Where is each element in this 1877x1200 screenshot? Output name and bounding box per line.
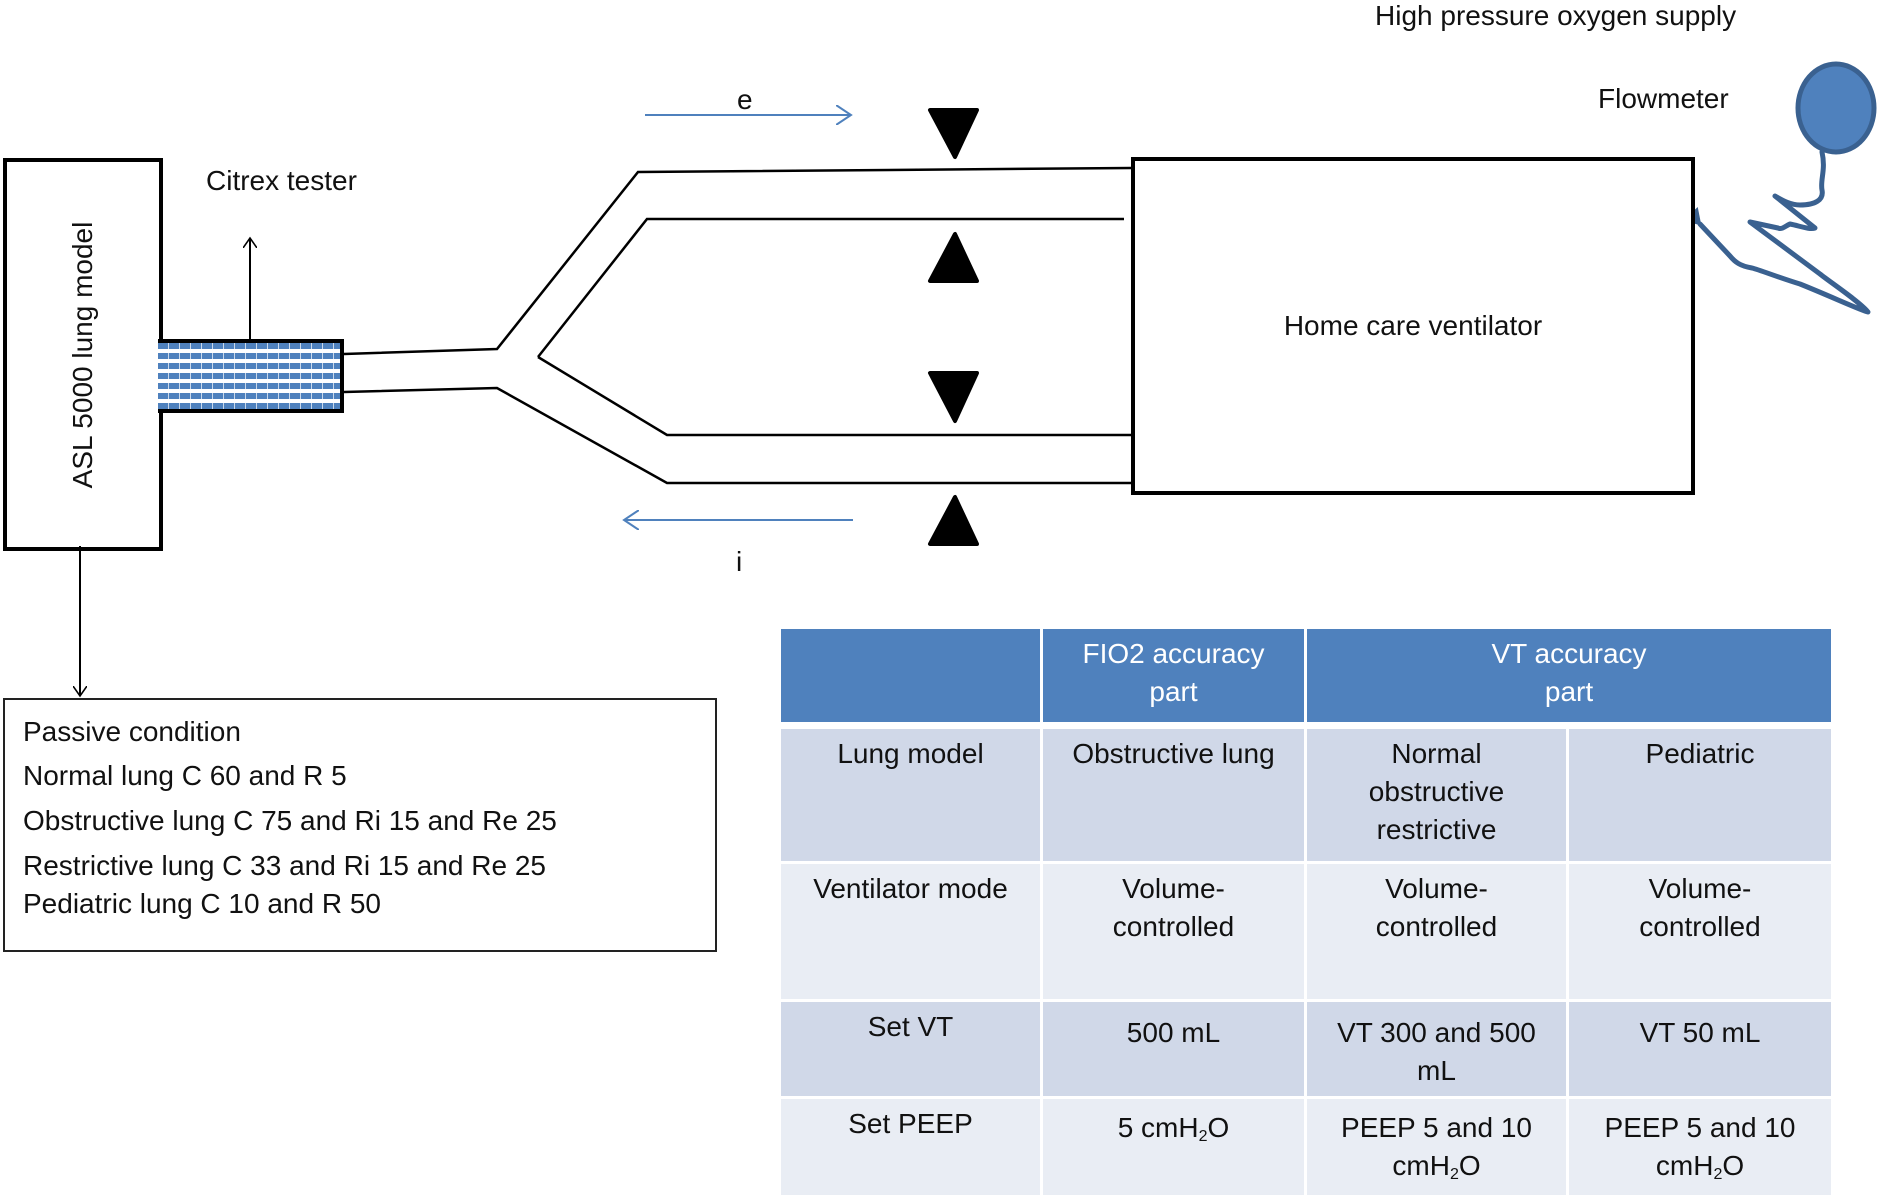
cell-vt-pediatric-set-peep: PEEP 5 and 10 cmH2O xyxy=(1569,1099,1831,1195)
cell-fio2-set-peep: 5 cmH2O xyxy=(1043,1099,1304,1195)
asl-lung-model-label: ASL 5000 lung model xyxy=(67,221,98,488)
cell-vt-normal-set-vt: VT 300 and 500 mL xyxy=(1307,1002,1566,1096)
expiratory-flow-label: e xyxy=(737,84,753,115)
table-header-fio2: FIO2 accuracy part xyxy=(1043,629,1304,722)
flowmeter-label: Flowmeter xyxy=(1598,83,1729,114)
breathing-circuit-tubing xyxy=(343,166,1132,485)
home-care-ventilator-box: Home care ventilator xyxy=(1131,157,1695,495)
condition-obstructive-lung: Obstructive lung C 75 and Ri 15 and Re 2… xyxy=(23,805,557,836)
condition-pediatric-lung: Pediatric lung C 10 and R 50 xyxy=(23,888,381,919)
passive-condition-title: Passive condition xyxy=(23,716,241,747)
tube-inspiratory-inner xyxy=(537,355,1131,437)
row-label-lung-model: Lung model xyxy=(781,729,1040,861)
inspiratory-flow-label: i xyxy=(736,546,743,577)
cell-vt-normal-ventilator-mode: Volume-controlled xyxy=(1307,864,1566,999)
condition-normal-lung: Normal lung C 60 and R 5 xyxy=(23,760,347,791)
cell-vt-pediatric-lung-model: Pediatric xyxy=(1569,729,1831,861)
tube-expiratory-inner xyxy=(537,217,1124,358)
citrex-tester-sensor xyxy=(158,339,344,413)
cell-fio2-lung-model: Obstructive lung xyxy=(1043,729,1304,861)
tube-inspiratory-outer xyxy=(343,386,1131,485)
cell-vt-pediatric-ventilator-mode: Volume-controlled xyxy=(1569,864,1831,999)
condition-restrictive-lung: Restrictive lung C 33 and Ri 15 and Re 2… xyxy=(23,850,546,881)
asl-lung-model-box: ASL 5000 lung model xyxy=(3,158,163,551)
cell-fio2-ventilator-mode: Volume-controlled xyxy=(1043,864,1304,999)
oxygen-tube xyxy=(1683,149,1871,315)
valve-markers xyxy=(928,108,979,546)
cell-vt-normal-set-peep: PEEP 5 and 10 cmH2O xyxy=(1307,1099,1566,1195)
triangle-up-icon xyxy=(928,495,979,546)
row-label-set-peep: Set PEEP xyxy=(781,1099,1040,1195)
table-header-vt: VT accuracy part xyxy=(1307,629,1831,722)
triangle-down-icon xyxy=(928,371,979,423)
triangle-down-icon xyxy=(928,108,979,159)
tube-expiratory-outer xyxy=(343,166,1132,356)
passive-conditions-box: Passive condition Normal lung C 60 and R… xyxy=(3,698,717,952)
cell-fio2-set-vt: 500 mL xyxy=(1043,1002,1304,1096)
oxygen-cylinder-icon xyxy=(1795,61,1877,155)
oxygen-supply-label: High pressure oxygen supply xyxy=(1375,0,1737,31)
home-care-ventilator-label: Home care ventilator xyxy=(1283,310,1543,341)
citrex-tester-label: Citrex tester xyxy=(206,165,357,196)
row-label-set-vt: Set VT xyxy=(781,1002,1040,1096)
table-header-empty xyxy=(781,629,1040,722)
cell-vt-pediatric-set-vt: VT 50 mL xyxy=(1569,1002,1831,1096)
cell-vt-normal-lung-model: Normal obstructive restrictive xyxy=(1307,729,1566,861)
row-label-ventilator-mode: Ventilator mode xyxy=(781,864,1040,999)
triangle-up-icon xyxy=(928,232,979,283)
